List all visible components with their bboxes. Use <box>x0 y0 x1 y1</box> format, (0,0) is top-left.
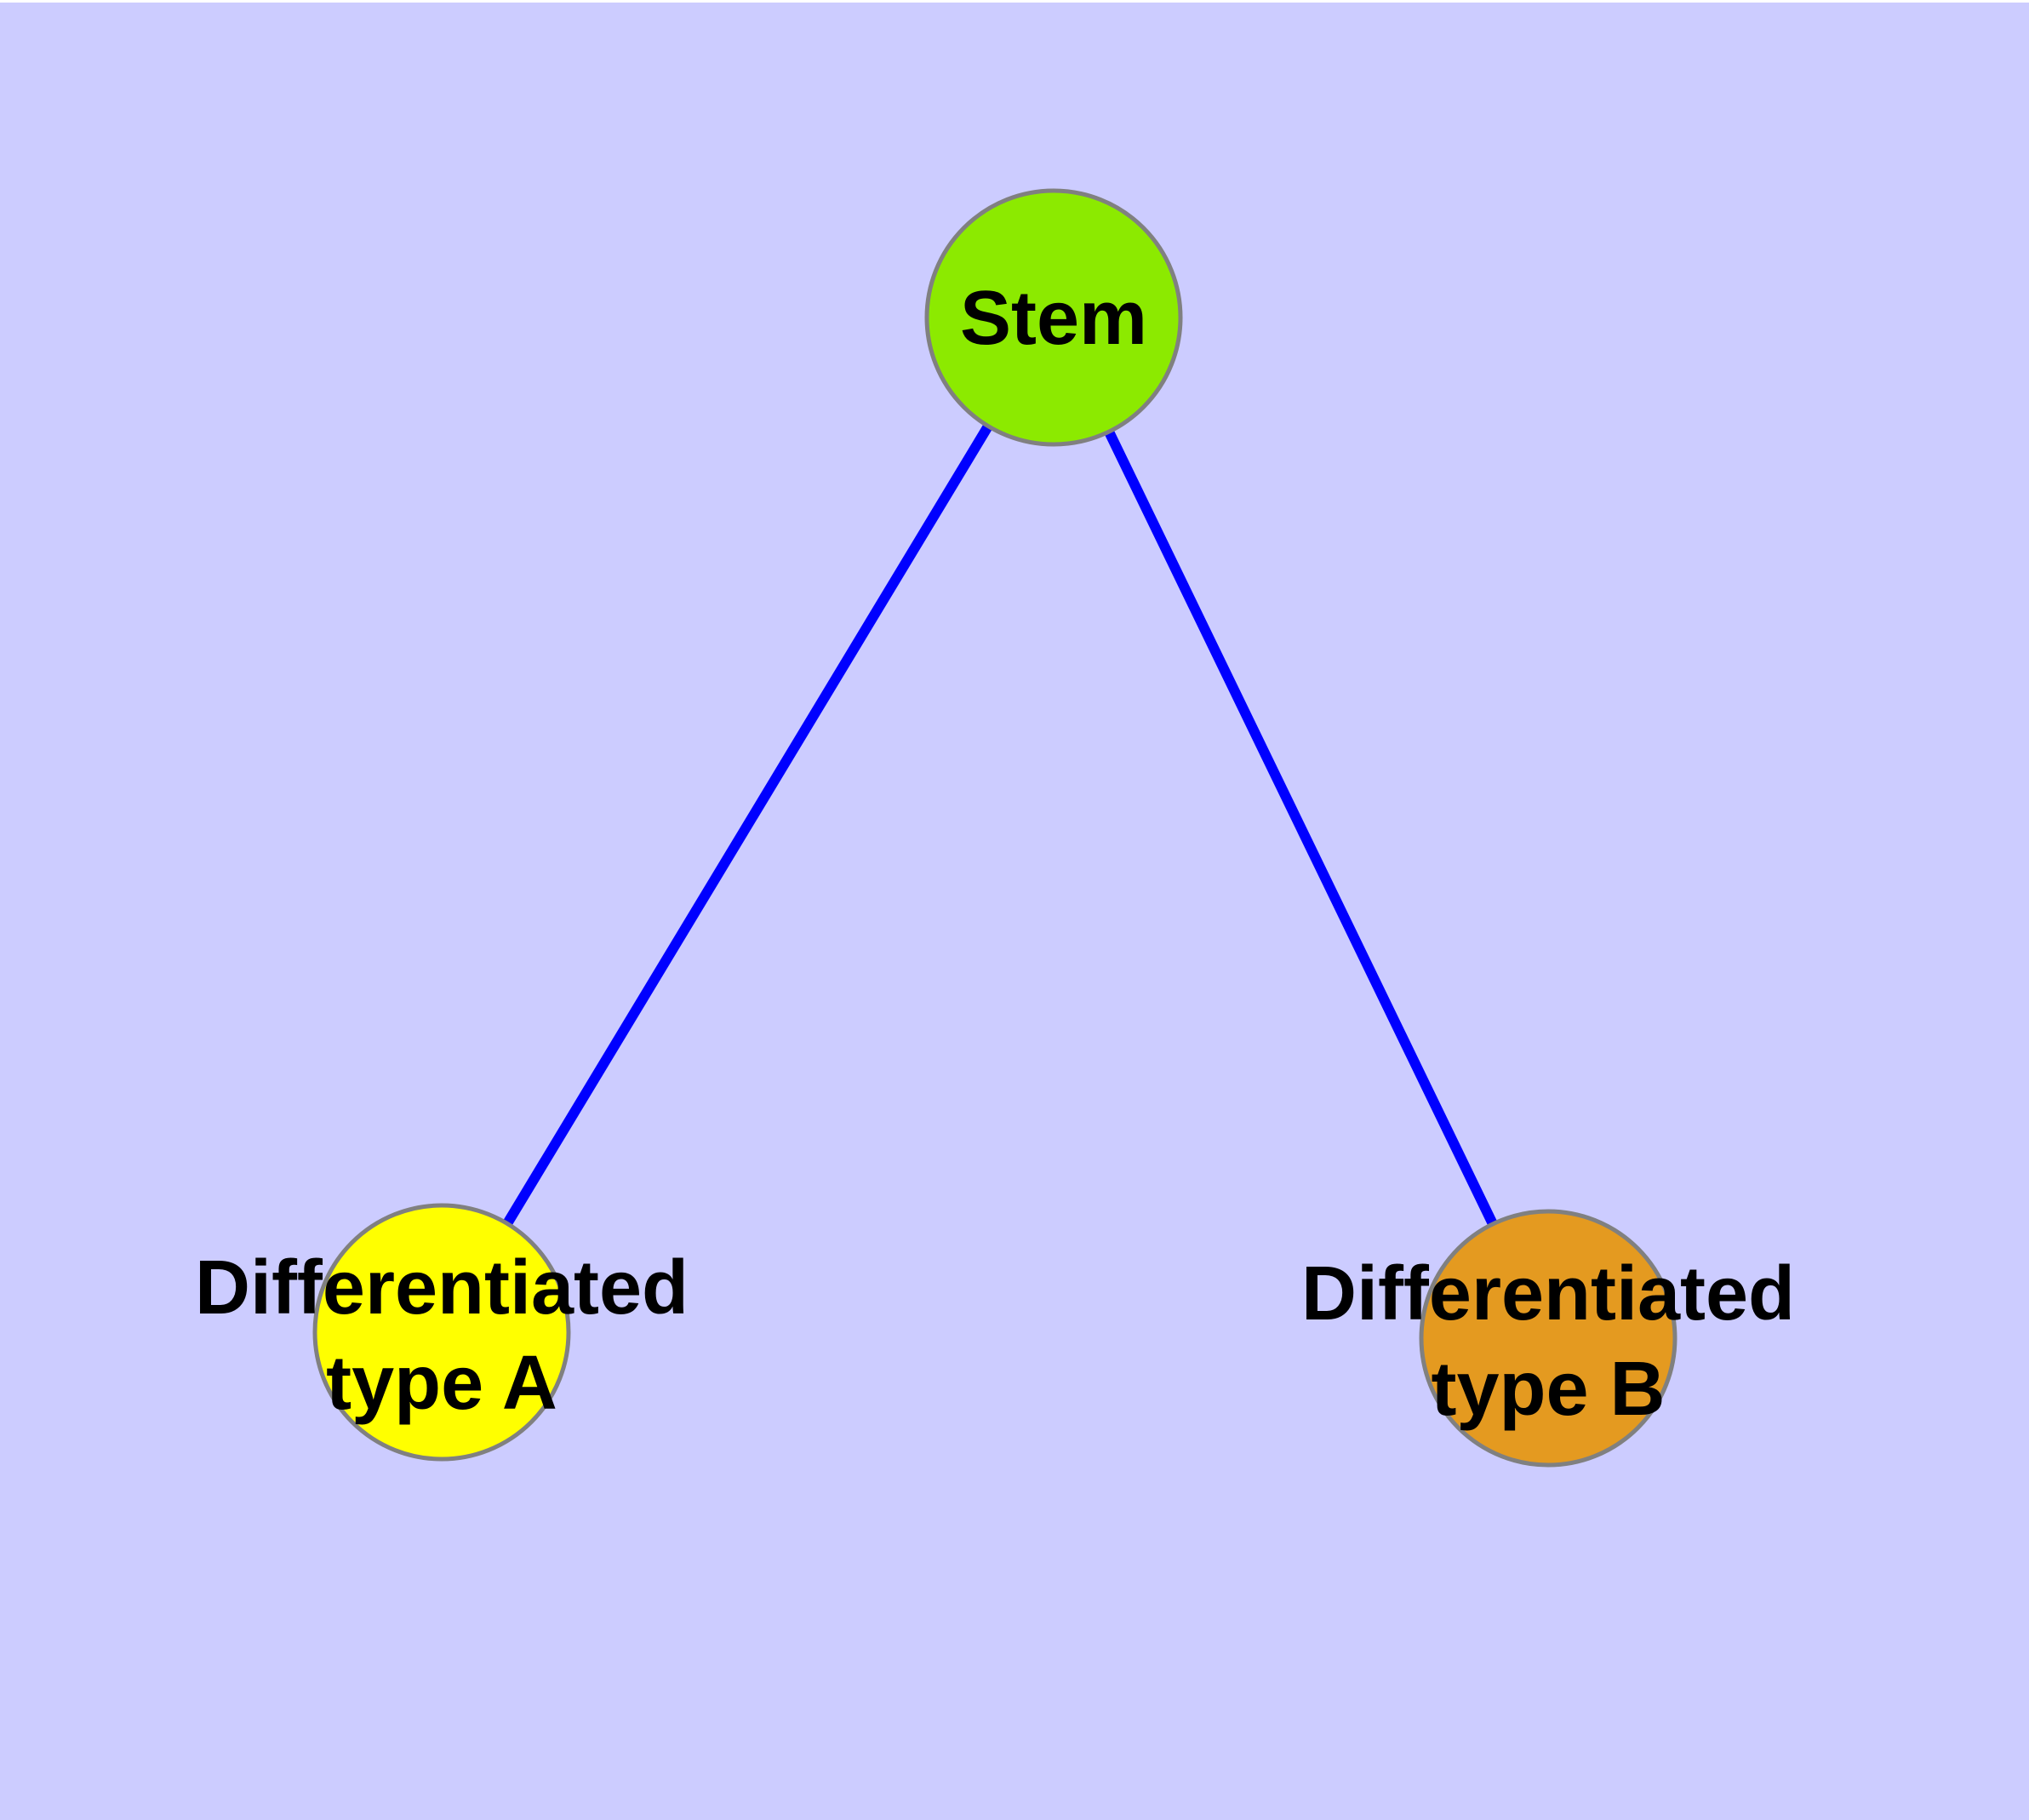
node-stem-circle <box>924 188 1183 447</box>
node-differentiated-type-b: Differentiated type B <box>1301 1209 1795 1468</box>
node-differentiated-type-a-label-line2: type A <box>326 1341 557 1426</box>
node-differentiated-type-b-label-line2: type B <box>1431 1347 1665 1432</box>
edge-stem-to-type-b <box>1049 315 1553 1341</box>
node-stem-label: Stem <box>960 276 1147 361</box>
node-differentiated-type-a-label-line1: Differentiated <box>195 1245 689 1331</box>
node-differentiated-type-a: Differentiated type A <box>195 1203 689 1462</box>
node-differentiated-type-b-circle <box>1419 1209 1677 1468</box>
node-differentiated-type-a-circle <box>312 1203 571 1462</box>
node-stem: Stem <box>924 188 1183 447</box>
node-differentiated-type-b-label-line1: Differentiated <box>1301 1251 1795 1336</box>
edge-stem-to-type-a <box>437 314 1059 1336</box>
